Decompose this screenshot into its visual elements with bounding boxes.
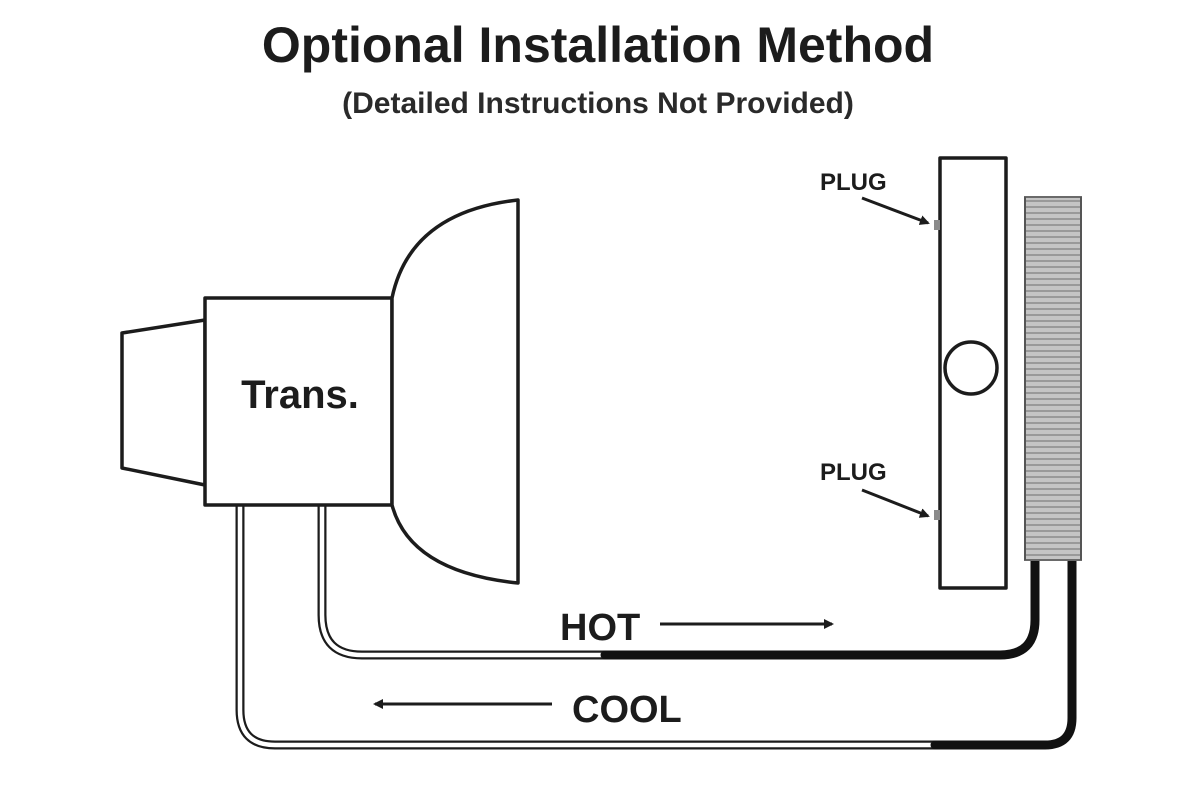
transmission-assembly: Trans. bbox=[120, 198, 520, 585]
plug-callout-top: PLUG bbox=[820, 169, 930, 225]
bell-housing bbox=[390, 198, 520, 585]
hot-label: HOT bbox=[560, 607, 640, 649]
transmission-label: Trans. bbox=[241, 373, 359, 417]
cool-line-tube-core bbox=[237, 505, 935, 748]
transmission-body bbox=[203, 296, 394, 507]
plug-top-arrow-icon bbox=[861, 196, 930, 225]
plug-top-label: PLUG bbox=[820, 169, 887, 196]
auxiliary-cooler bbox=[1024, 196, 1082, 561]
plug-callout-bottom: PLUG bbox=[820, 459, 930, 518]
hot-line-hose bbox=[600, 555, 1040, 660]
plug-bottom-marker bbox=[934, 510, 940, 520]
cooler-lines bbox=[235, 505, 1077, 750]
flow-cool: COOL bbox=[373, 689, 682, 731]
transmission-tailshaft bbox=[120, 318, 207, 487]
plug-top-marker bbox=[934, 220, 940, 230]
cool-label: COOL bbox=[572, 689, 682, 731]
diagram-subtitle: (Detailed Instructions Not Provided) bbox=[342, 87, 854, 120]
hot-line-tube-core bbox=[319, 505, 605, 658]
cooler-core bbox=[1024, 196, 1082, 561]
radiator-fitting bbox=[943, 340, 999, 396]
cool-line-hose bbox=[930, 555, 1077, 750]
flow-hot: HOT bbox=[560, 607, 834, 649]
diagram-title: Optional Installation Method bbox=[262, 17, 934, 73]
plug-bottom-label: PLUG bbox=[820, 459, 887, 486]
plug-bottom-arrow-icon bbox=[861, 488, 930, 518]
radiator bbox=[934, 156, 1008, 590]
